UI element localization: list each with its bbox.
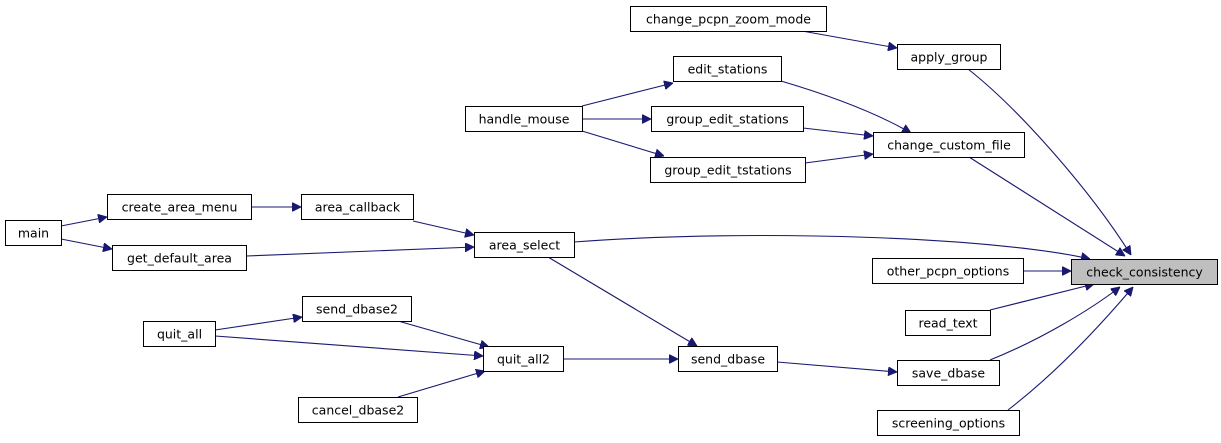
edge-send_dbase-to-save_dbase (776, 361, 897, 372)
node-box[interactable] (112, 245, 247, 271)
node-box[interactable] (651, 106, 804, 132)
node-box[interactable] (483, 346, 564, 372)
edge-save_dbase-to-check_consistency (989, 287, 1120, 361)
node-box[interactable] (905, 310, 991, 336)
node-area_select[interactable]: area_select (474, 232, 575, 258)
node-box[interactable] (474, 232, 575, 258)
node-screening_options[interactable]: screening_options (877, 410, 1020, 436)
node-handle_mouse[interactable]: handle_mouse (465, 106, 583, 132)
node-area_callback[interactable]: area_callback (301, 194, 414, 220)
node-label: group_edit_tstations (664, 163, 791, 178)
edge-area_select-to-send_dbase (547, 256, 697, 346)
node-box[interactable] (301, 194, 414, 220)
node-label: quit_all (157, 327, 202, 342)
edge-send_dbase2-to-quit_all2 (397, 320, 489, 347)
node-label: screening_options (892, 416, 1005, 431)
edge-area_select-to-check_consistency (573, 234, 1090, 259)
node-box[interactable] (302, 296, 412, 322)
node-apply_group[interactable]: apply_group (897, 44, 1001, 70)
node-other_pcpn_options[interactable]: other_pcpn_options (872, 258, 1024, 284)
edge-main-to-get_default_area (60, 238, 112, 249)
edge-get_default_area-to-area_select (245, 247, 474, 257)
nodes-layer: check_consistency change_pcpn_zoom_modeap… (5, 6, 1218, 436)
node-send_dbase[interactable]: send_dbase (678, 346, 778, 372)
node-read_text[interactable]: read_text (905, 310, 991, 336)
node-box[interactable] (678, 346, 778, 372)
edge-group_edit_tstations-to-change_custom_file (804, 154, 873, 164)
node-change_custom_file[interactable]: change_custom_file (873, 132, 1025, 158)
node-label: other_pcpn_options (887, 264, 1010, 279)
node-quit_all2[interactable]: quit_all2 (483, 346, 564, 372)
node-box[interactable] (1071, 259, 1218, 285)
node-label: read_text (918, 316, 977, 331)
node-group_edit_stations[interactable]: group_edit_stations (651, 106, 804, 132)
node-quit_all[interactable]: quit_all (143, 321, 216, 347)
node-box[interactable] (897, 360, 1000, 386)
node-label: handle_mouse (479, 112, 570, 127)
node-label: create_area_menu (122, 200, 238, 215)
node-get_default_area[interactable]: get_default_area (112, 245, 247, 271)
node-box[interactable] (143, 321, 216, 347)
node-box[interactable] (650, 157, 806, 183)
node-group_edit_tstations[interactable]: group_edit_tstations (650, 157, 806, 183)
edge-quit_all-to-send_dbase2 (214, 317, 302, 331)
node-label: change_custom_file (887, 138, 1011, 153)
edge-change_custom_file-to-check_consistency (968, 156, 1125, 256)
edge-handle_mouse-to-edit_stations (581, 83, 673, 107)
node-box[interactable] (5, 220, 62, 246)
node-create_area_menu[interactable]: create_area_menu (107, 194, 252, 220)
node-change_pcpn_zoom_mode[interactable]: change_pcpn_zoom_mode (630, 6, 827, 32)
node-box[interactable] (465, 106, 583, 132)
node-label: main (18, 226, 49, 241)
node-box[interactable] (897, 44, 1001, 70)
edges-layer (60, 30, 1133, 411)
node-label: change_pcpn_zoom_mode (646, 12, 811, 27)
node-label: quit_all2 (497, 352, 550, 367)
node-label: save_dbase (912, 366, 986, 381)
node-box[interactable] (298, 397, 418, 423)
edge-quit_all-to-quit_all2 (214, 335, 483, 356)
node-box[interactable] (673, 56, 782, 82)
edge-area_callback-to-area_select (412, 220, 474, 235)
node-main[interactable]: main (5, 220, 62, 246)
node-label: check_consistency (1086, 265, 1203, 280)
node-box[interactable] (107, 194, 252, 220)
node-box[interactable] (630, 6, 827, 32)
node-box[interactable] (872, 258, 1024, 284)
node-edit_stations[interactable]: edit_stations (673, 56, 782, 82)
edge-main-to-create_area_menu (60, 217, 107, 227)
edge-screening_options-to-check_consistency (1007, 287, 1133, 411)
edge-change_pcpn_zoom_mode-to-apply_group (801, 30, 897, 48)
node-label: group_edit_stations (666, 112, 788, 127)
node-label: cancel_dbase2 (312, 403, 404, 418)
node-box[interactable] (877, 410, 1020, 436)
edge-edit_stations-to-change_custom_file (780, 80, 911, 133)
node-save_dbase[interactable]: save_dbase (897, 360, 1000, 386)
edge-group_edit_stations-to-change_custom_file (802, 127, 873, 136)
node-send_dbase2[interactable]: send_dbase2 (302, 296, 412, 322)
node-label: area_callback (315, 200, 401, 215)
edge-handle_mouse-to-group_edit_tstations (581, 130, 664, 156)
node-label: get_default_area (127, 251, 232, 266)
node-label: area_select (489, 238, 560, 253)
node-label: edit_stations (688, 62, 768, 77)
node-label: apply_group (911, 50, 988, 65)
node-box[interactable] (873, 132, 1025, 158)
node-cancel_dbase2[interactable]: cancel_dbase2 (298, 397, 418, 423)
edge-apply_group-to-check_consistency (967, 68, 1131, 255)
node-label: send_dbase (691, 352, 765, 367)
edge-cancel_dbase2-to-quit_all2 (397, 371, 485, 398)
node-check_consistency[interactable]: check_consistency (1071, 259, 1218, 285)
node-label: send_dbase2 (316, 302, 398, 317)
edge-read_text-to-check_consistency (989, 284, 1094, 311)
